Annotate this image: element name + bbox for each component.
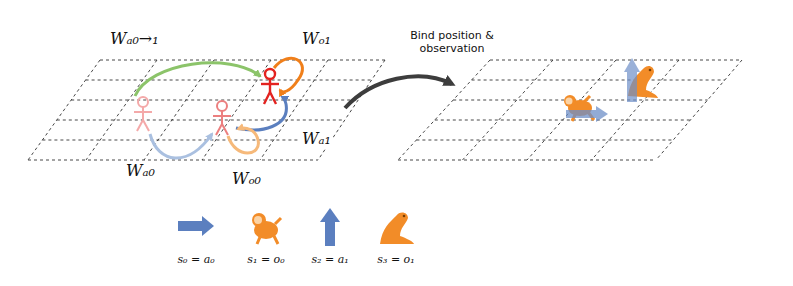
grid-line	[57, 120, 345, 121]
sequence-label: s₀ = a₀	[175, 254, 216, 267]
transition-arrow	[150, 134, 212, 158]
action-icon	[178, 216, 214, 236]
grid-line	[86, 60, 157, 160]
agent-figure	[261, 69, 279, 104]
agent-figure	[213, 101, 231, 135]
weight-label: Wₐ₀	[124, 162, 157, 180]
observation-loop	[274, 58, 302, 92]
action-arrow	[627, 72, 637, 102]
grid-line	[416, 140, 673, 141]
weight-label: Wₐ₁	[300, 130, 333, 148]
grid-line	[656, 60, 742, 160]
observation-loop	[228, 128, 258, 153]
weight-label: Wₐ₀→₁	[108, 30, 161, 48]
transition-arrow	[236, 97, 286, 130]
weight-label: Wₒ₀	[230, 170, 263, 188]
grid-line	[71, 100, 358, 101]
sequence-label: s₃ = o₁	[375, 254, 416, 267]
sequence-label: s₂ = a₁	[309, 254, 350, 267]
weight-label: Wₒ₁	[300, 30, 333, 48]
grid-floor	[28, 60, 742, 160]
grid-line	[28, 60, 100, 160]
action-icon	[320, 208, 340, 246]
action-arrow	[566, 110, 596, 118]
action-arrow	[624, 58, 640, 72]
transition-arrow	[135, 63, 260, 96]
annotation: Bind position & observation	[398, 30, 506, 55]
action-arrow	[596, 106, 608, 122]
seal-icon	[380, 212, 414, 244]
grid-line	[28, 160, 318, 161]
agent-figure	[134, 97, 152, 131]
bind-arrow	[345, 76, 452, 108]
grid-line	[42, 140, 331, 141]
sequence-label: s₁ = o₀	[245, 254, 286, 267]
grid-line	[100, 60, 385, 61]
grid-line	[592, 60, 680, 160]
grid-line	[86, 80, 372, 81]
grid-line	[527, 60, 616, 160]
grid-line	[463, 60, 554, 160]
sloth-icon	[252, 213, 281, 244]
